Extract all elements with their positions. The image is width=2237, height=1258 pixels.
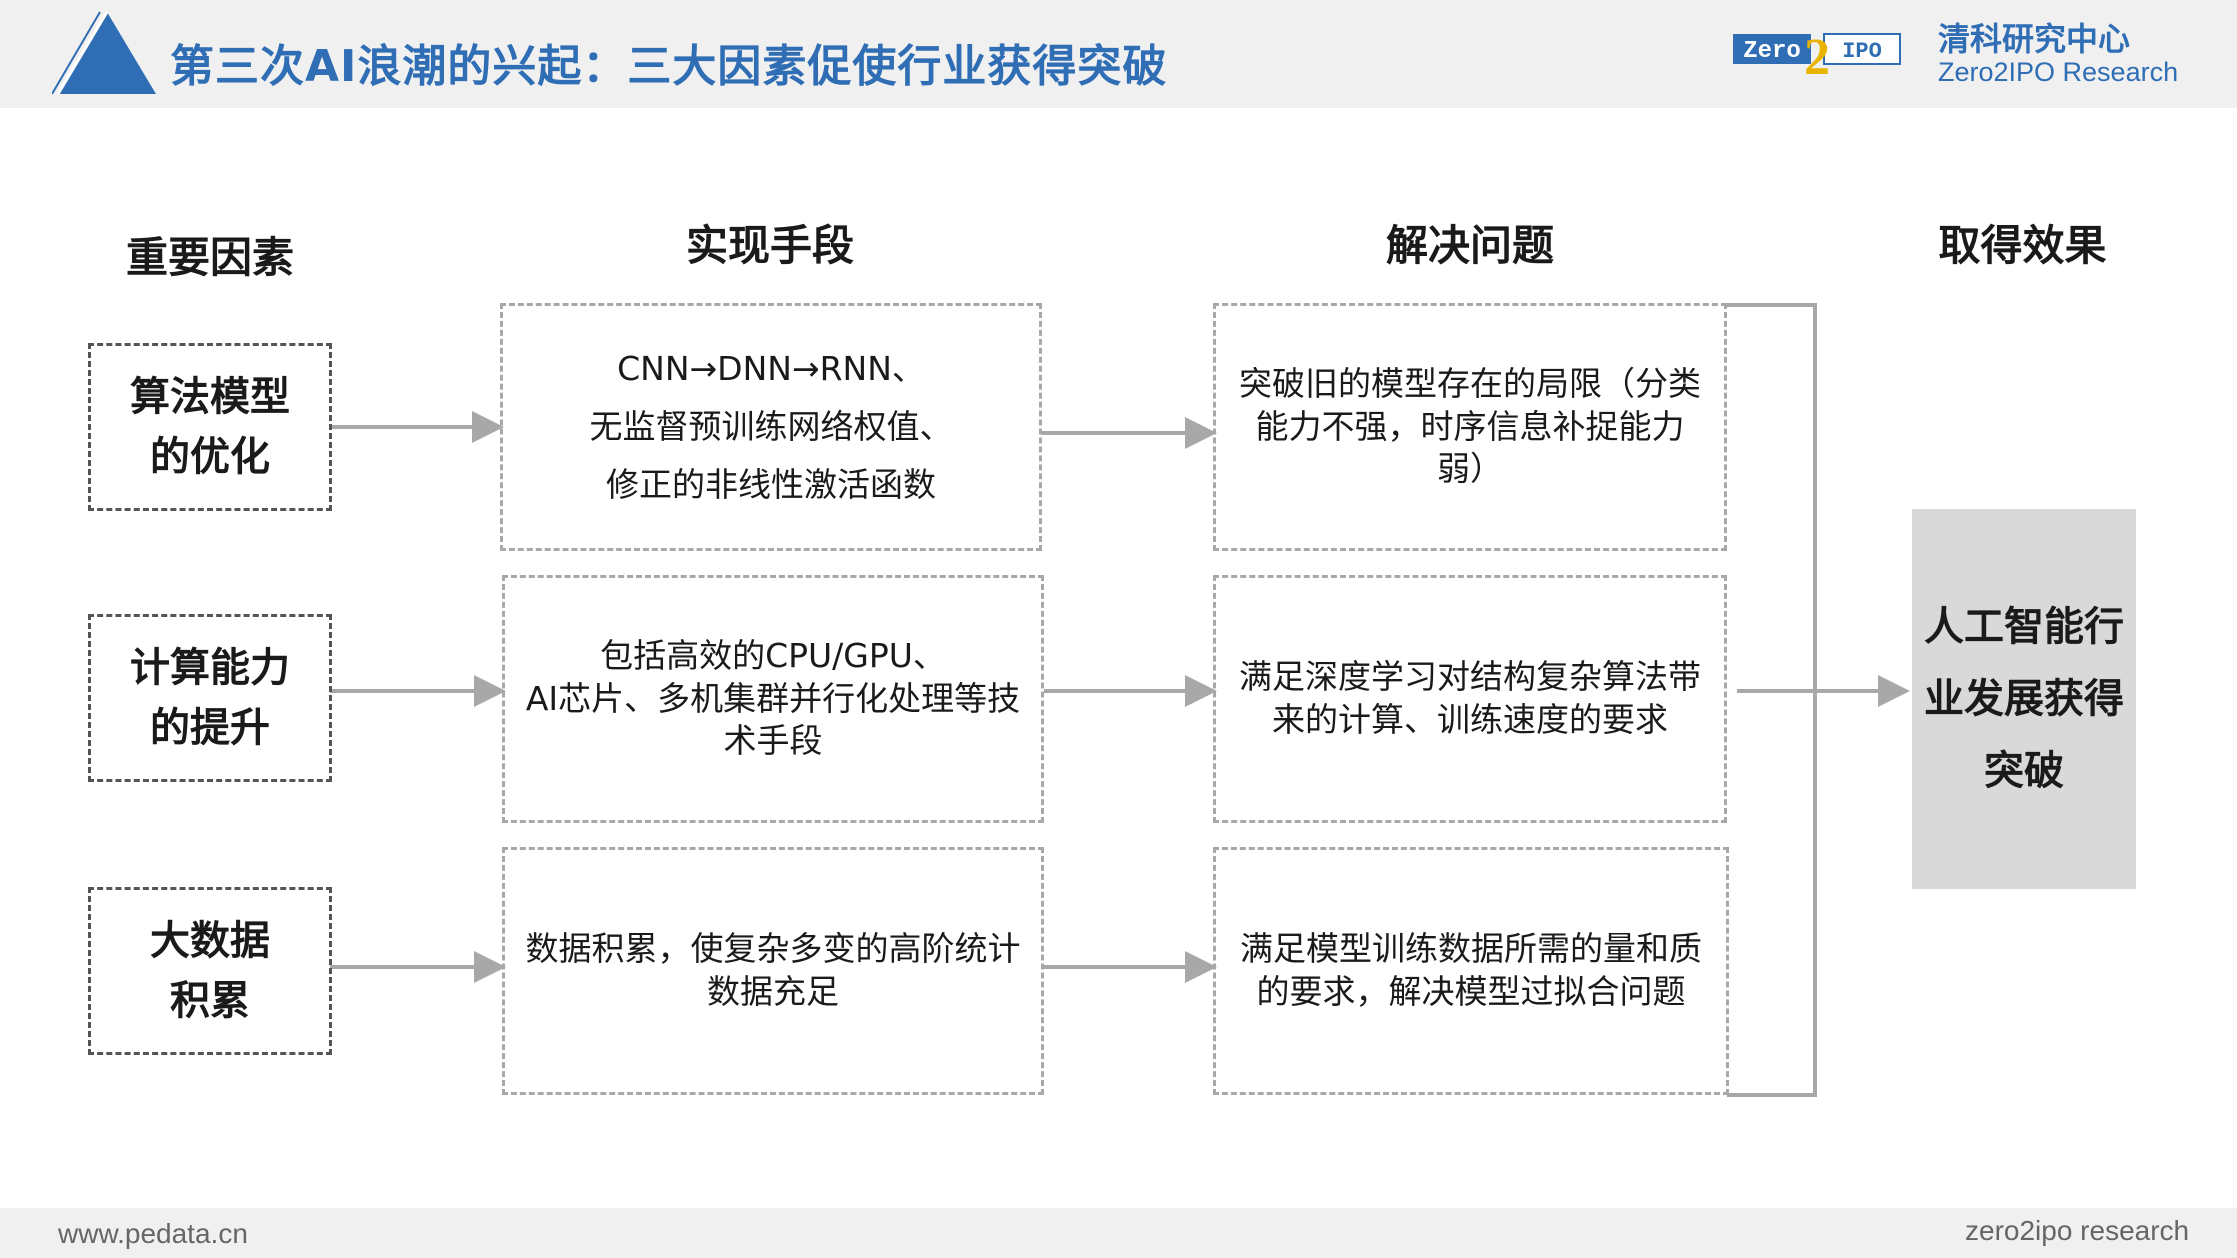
means-line: 数据积累，使复杂多变的高阶统计 — [525, 929, 1021, 969]
column-header-factors: 重要因素 — [125, 233, 294, 282]
problem-line: 突破旧的模型存在的局限（分类 — [1239, 363, 1701, 403]
triangle-logo-icon — [52, 11, 156, 95]
means-line: 包括高效的CPU/GPU、 — [600, 635, 946, 675]
page-title: 第三次AI浪潮的兴起：三大因素促使行业获得突破 — [170, 41, 1168, 92]
problem-box-compute: 满足深度学习对结构复杂算法带来的计算、训练速度的要求 — [1213, 575, 1727, 823]
brand-name: 清科研究中心 — [1938, 20, 2131, 58]
result-line: 突破 — [1984, 748, 2064, 794]
means-line: CNN→DNN→RNN、 — [617, 349, 925, 389]
footer-brand-text: zero2ipo research — [1965, 1215, 2190, 1246]
problem-line: 能力不强，时序信息补捉能力 — [1255, 406, 1685, 446]
zero2ipo-logo: Zero 2 IPO — [1733, 29, 1901, 84]
logo-text-zero: Zero — [1743, 38, 1801, 65]
problem-line: 满足深度学习对结构复杂算法带 — [1239, 657, 1701, 697]
column-header-problems: 解决问题 — [1385, 221, 1554, 270]
logo-text-ipo: IPO — [1842, 39, 1882, 64]
factor-box-algorithm: 算法模型的优化 — [88, 343, 332, 511]
problem-line: 来的计算、训练速度的要求 — [1272, 700, 1668, 739]
problem-line: 弱） — [1437, 449, 1503, 489]
means-line: 术手段 — [723, 721, 823, 761]
brand-name-en: Zero2IPO Research — [1938, 57, 2179, 87]
factor-line: 积累 — [170, 978, 250, 1024]
means-line: 无监督预训练网络权值、 — [589, 407, 953, 447]
logo-number-2: 2 — [1804, 29, 1830, 84]
problem-box-algorithm: 突破旧的模型存在的局限（分类能力不强，时序信息补捉能力弱） — [1213, 303, 1727, 551]
factor-box-compute: 计算能力的提升 — [88, 614, 332, 782]
result-line: 业发展获得 — [1924, 676, 2124, 722]
column-header-results: 取得效果 — [1938, 221, 2107, 270]
footer-bar — [0, 1208, 2237, 1258]
means-box-algorithm: CNN→DNN→RNN、无监督预训练网络权值、修正的非线性激活函数 — [500, 303, 1042, 551]
bracket-problems — [1727, 303, 1817, 1097]
factor-line: 的提升 — [150, 705, 270, 751]
column-header-means: 实现手段 — [685, 221, 854, 270]
means-line: AI芯片、多机集群并行化处理等技 — [525, 678, 1021, 718]
factor-line: 算法模型 — [130, 374, 290, 420]
factor-line: 大数据 — [150, 918, 270, 964]
means-box-compute: 包括高效的CPU/GPU、AI芯片、多机集群并行化处理等技术手段 — [502, 575, 1044, 823]
footer-website-link[interactable]: www.pedata.cn — [58, 1218, 248, 1249]
factor-line: 计算能力 — [130, 645, 290, 691]
result-box: 人工智能行业发展获得突破 — [1912, 509, 2136, 889]
means-line: 修正的非线性激活函数 — [606, 464, 936, 504]
means-line: 数据充足 — [707, 972, 839, 1011]
factor-box-bigdata: 大数据积累 — [88, 887, 332, 1055]
problem-line: 的要求，解决模型过拟合问题 — [1256, 972, 1686, 1011]
problem-box-bigdata: 满足模型训练数据所需的量和质的要求，解决模型过拟合问题 — [1213, 847, 1729, 1095]
result-line: 人工智能行 — [1924, 604, 2124, 650]
problem-line: 满足模型训练数据所需的量和质 — [1240, 929, 1702, 969]
factor-line: 的优化 — [150, 434, 270, 480]
means-box-bigdata: 数据积累，使复杂多变的高阶统计数据充足 — [502, 847, 1044, 1095]
